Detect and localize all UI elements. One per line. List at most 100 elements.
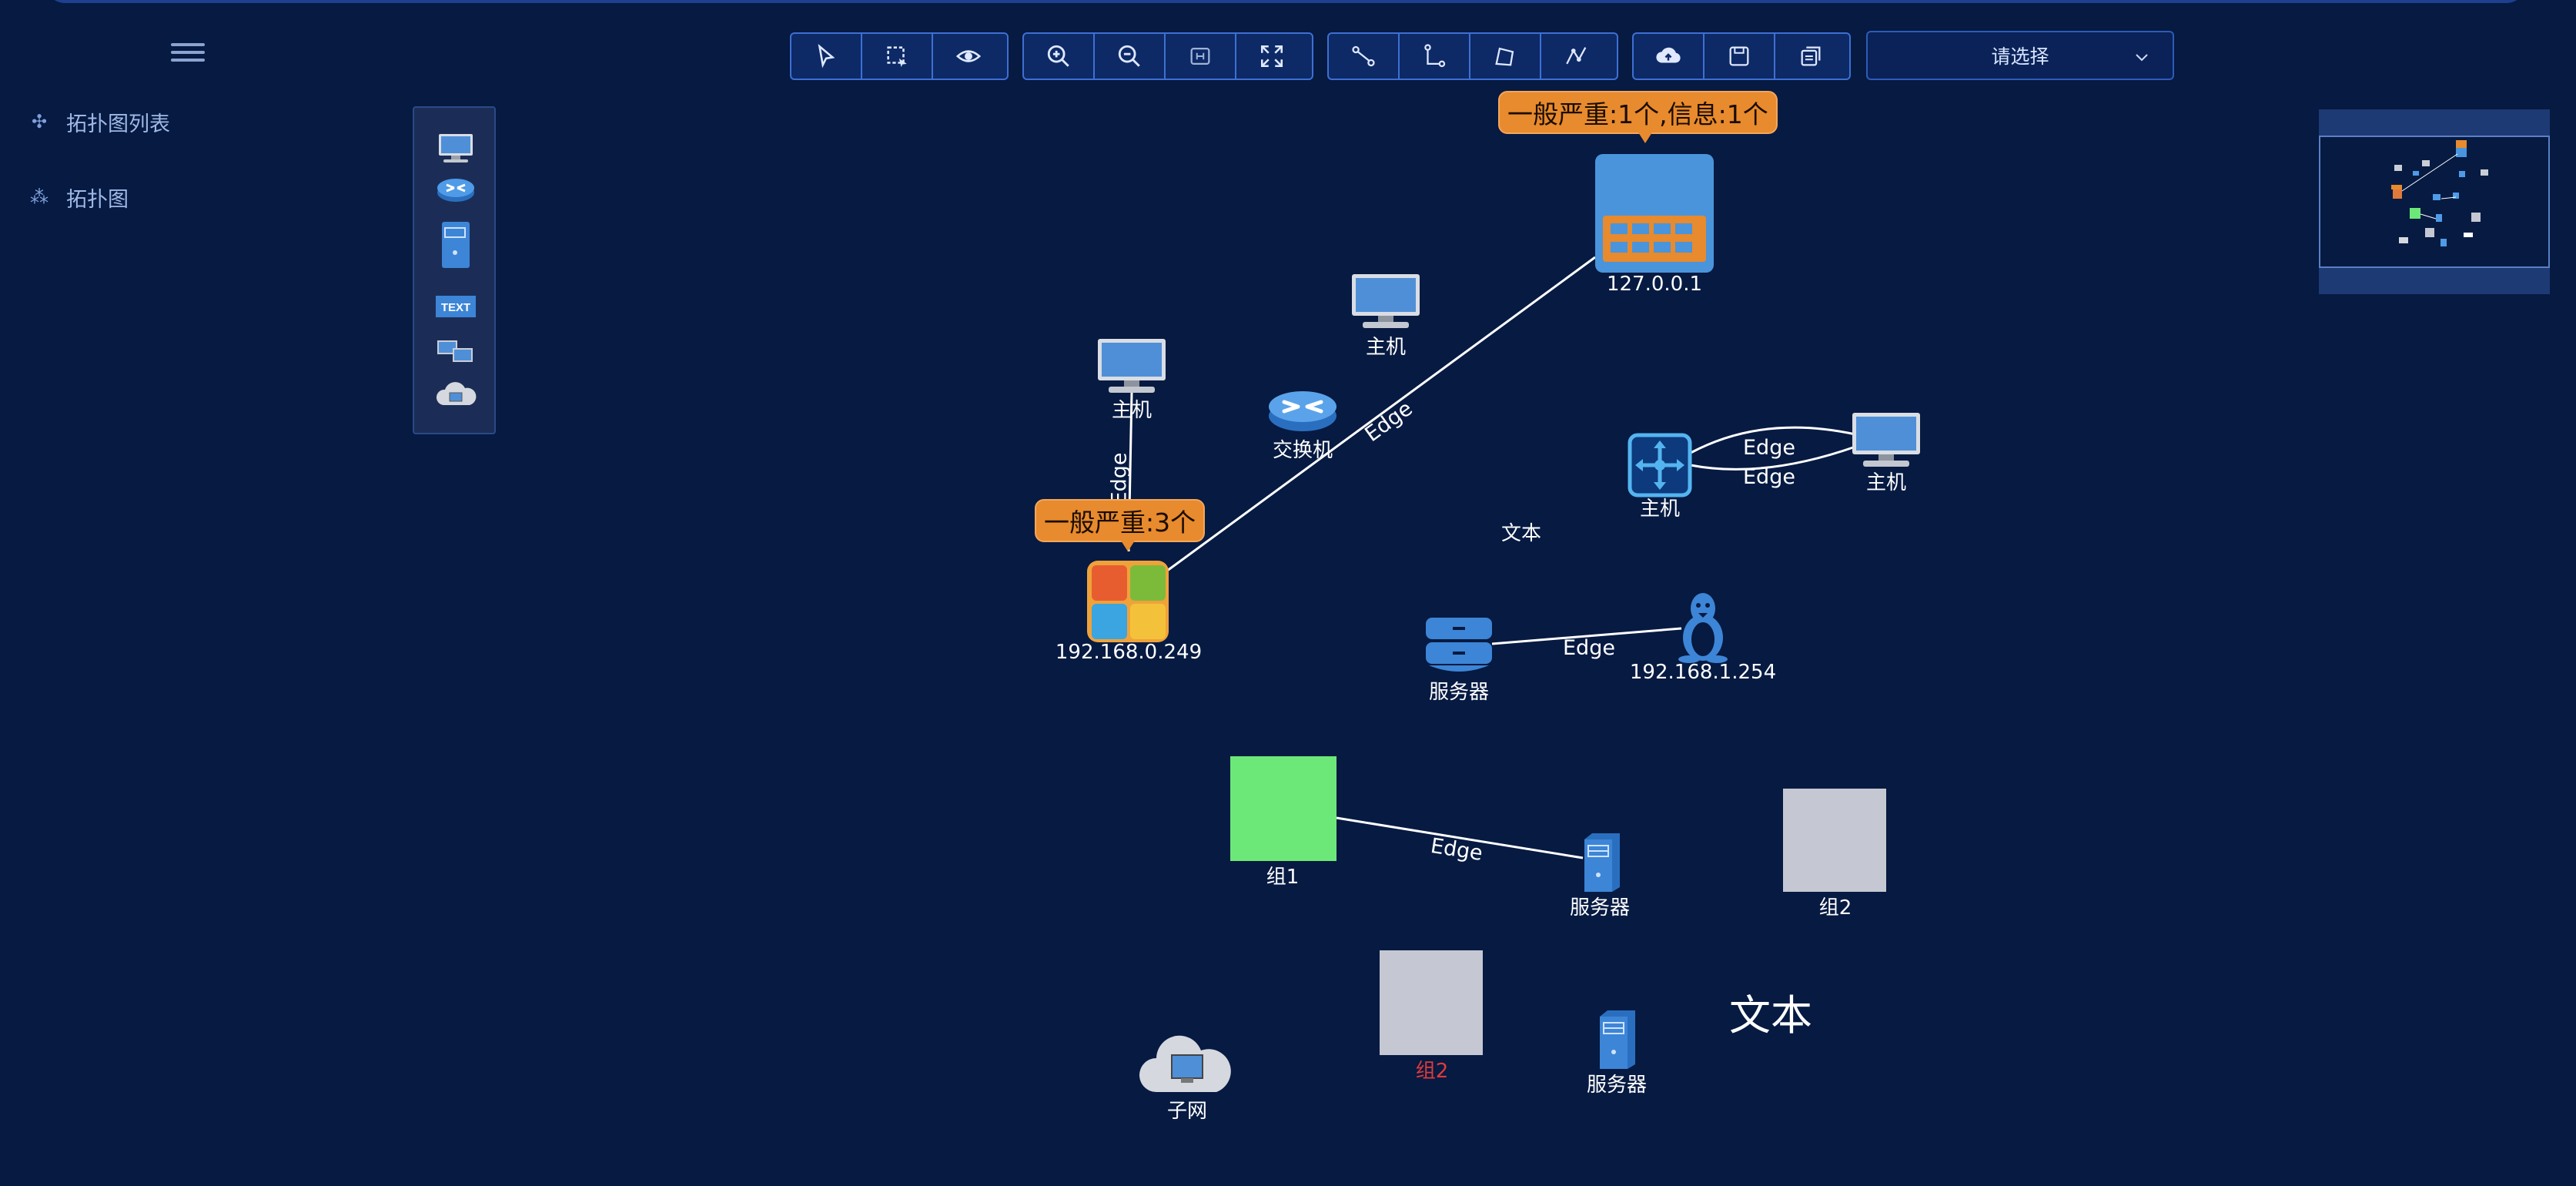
menu-toggle-icon[interactable] (171, 39, 205, 65)
node-label: 子网 (1166, 1100, 1208, 1123)
fit-button[interactable] (1166, 34, 1236, 79)
windows-node[interactable] (1086, 559, 1170, 647)
server-icon (1600, 1010, 1635, 1069)
sidebar-item-label: 拓扑图 (66, 187, 129, 212)
fullscreen-button[interactable] (1236, 34, 1307, 79)
group-node[interactable] (1380, 950, 1483, 1055)
chevron-down-icon (2136, 54, 2148, 62)
export-button[interactable] (1775, 34, 1846, 79)
box-select-button[interactable] (862, 34, 933, 79)
switch-node[interactable] (1267, 385, 1338, 437)
server-node[interactable] (1578, 832, 1623, 896)
node-label: 组2 (1415, 1060, 1449, 1083)
text-node[interactable]: 文本 (1729, 991, 1812, 1040)
edge-storage-linux[interactable] (1491, 627, 1682, 645)
toolbar-file-group (1632, 32, 1851, 80)
alarm-badge-firewall[interactable]: 一般严重:1个,信息:1个 (1498, 91, 1778, 143)
toolbar-zoom-group (1022, 32, 1313, 80)
minimap[interactable] (2319, 109, 2550, 294)
node-label: 组2 (1818, 896, 1852, 920)
save-button[interactable] (1705, 34, 1775, 79)
pointer-button[interactable] (791, 34, 862, 79)
cloud-subnet-icon (1139, 1035, 1231, 1092)
curve-button[interactable] (1541, 34, 1612, 79)
subnet-cloud-node[interactable] (1138, 1024, 1235, 1098)
zoom-out-icon (1118, 45, 1140, 67)
edge-group1-server[interactable] (1336, 816, 1584, 859)
eye-icon (955, 50, 982, 62)
server-icon (1584, 833, 1620, 892)
text-icon[interactable]: TEXT (434, 290, 477, 323)
select-placeholder: 请选择 (1991, 45, 2049, 68)
sidebar-item-topology-list[interactable]: ✣ 拓扑图列表 (28, 106, 170, 137)
topology-icon: ⁂ (30, 186, 49, 208)
move-icon: ✣ (31, 111, 48, 132)
firewall-icon (1595, 154, 1714, 273)
straight-line-button[interactable] (1329, 34, 1400, 79)
zoom-out-button[interactable] (1095, 34, 1166, 79)
cloud-upload-icon (1656, 47, 1681, 63)
node-label: 主机 (1111, 399, 1153, 422)
straight-line-icon (1352, 45, 1375, 67)
group-node[interactable] (1783, 789, 1886, 892)
move-arrows-icon (1628, 433, 1692, 498)
minimap-viewport[interactable] (2319, 136, 2550, 268)
edge-l3switch-host-b[interactable] (1690, 445, 1856, 471)
node-label: 192.168.0.249 (1055, 641, 1203, 664)
topology-select[interactable]: 请选择 (1866, 31, 2174, 80)
node-label: 127.0.0.1 (1606, 273, 1703, 296)
linux-node[interactable] (1671, 590, 1735, 667)
storage-node[interactable] (1424, 616, 1494, 678)
linux-penguin-icon (1678, 593, 1728, 663)
fit-icon (1190, 47, 1210, 65)
edge-label: Edge (1743, 436, 1795, 460)
edge-l3switch-host-a[interactable] (1690, 426, 1856, 454)
pc-icon (1852, 413, 1920, 467)
firewall-node[interactable] (1594, 152, 1715, 277)
group-node[interactable] (1230, 756, 1337, 861)
export-icon (1801, 46, 1821, 66)
edge-label: Edge (1107, 452, 1132, 505)
cloud-subnet-icon[interactable] (434, 377, 477, 411)
preview-button[interactable] (933, 34, 1004, 79)
orthogonal-line-button[interactable] (1400, 34, 1470, 79)
pc-icon (1098, 339, 1166, 393)
toolbar-line-group (1327, 32, 1618, 80)
storage-icon (1426, 618, 1492, 672)
node-label: 主机 (1365, 336, 1407, 359)
node-label: 192.168.1.254 (1629, 661, 1777, 684)
server-icon[interactable] (434, 217, 477, 271)
windows-icon (1087, 561, 1169, 642)
host-node[interactable] (1096, 337, 1167, 397)
server-node[interactable] (1594, 1009, 1638, 1074)
host-node[interactable] (1851, 411, 1922, 471)
node-label: 交换机 (1272, 439, 1333, 462)
router-icon[interactable] (434, 173, 477, 206)
node-label: 组1 (1266, 866, 1300, 889)
edge-label: Edge (1563, 636, 1615, 660)
text-node[interactable]: 文本 (1501, 522, 1542, 545)
l3-switch-node[interactable] (1628, 433, 1692, 501)
toolbar-select-group (790, 32, 1009, 80)
polyline-icon (1495, 47, 1514, 66)
box-select-icon (887, 46, 907, 68)
host-node[interactable] (1350, 273, 1421, 333)
pc-icon[interactable] (434, 131, 477, 165)
multi-host-icon[interactable] (434, 334, 477, 368)
alarm-badge-windows[interactable]: 一般严重:3个 (1035, 499, 1206, 551)
upload-button[interactable] (1634, 34, 1705, 79)
zoom-in-icon (1047, 45, 1069, 67)
save-icon (1729, 46, 1749, 66)
node-label: 服务器 (1569, 896, 1631, 920)
polyline-button[interactable] (1470, 34, 1541, 79)
orthogonal-line-icon (1424, 44, 1446, 68)
sidebar-item-topology[interactable]: ⁂ 拓扑图 (28, 182, 129, 213)
svg-text:TEXT: TEXT (441, 301, 470, 314)
zoom-in-button[interactable] (1024, 34, 1095, 79)
edge-windows-firewall[interactable] (1163, 256, 1596, 575)
node-label: 主机 (1639, 498, 1681, 521)
pointer-icon (818, 44, 835, 69)
fullscreen-icon (1260, 45, 1283, 68)
node-label: 服务器 (1428, 681, 1490, 704)
